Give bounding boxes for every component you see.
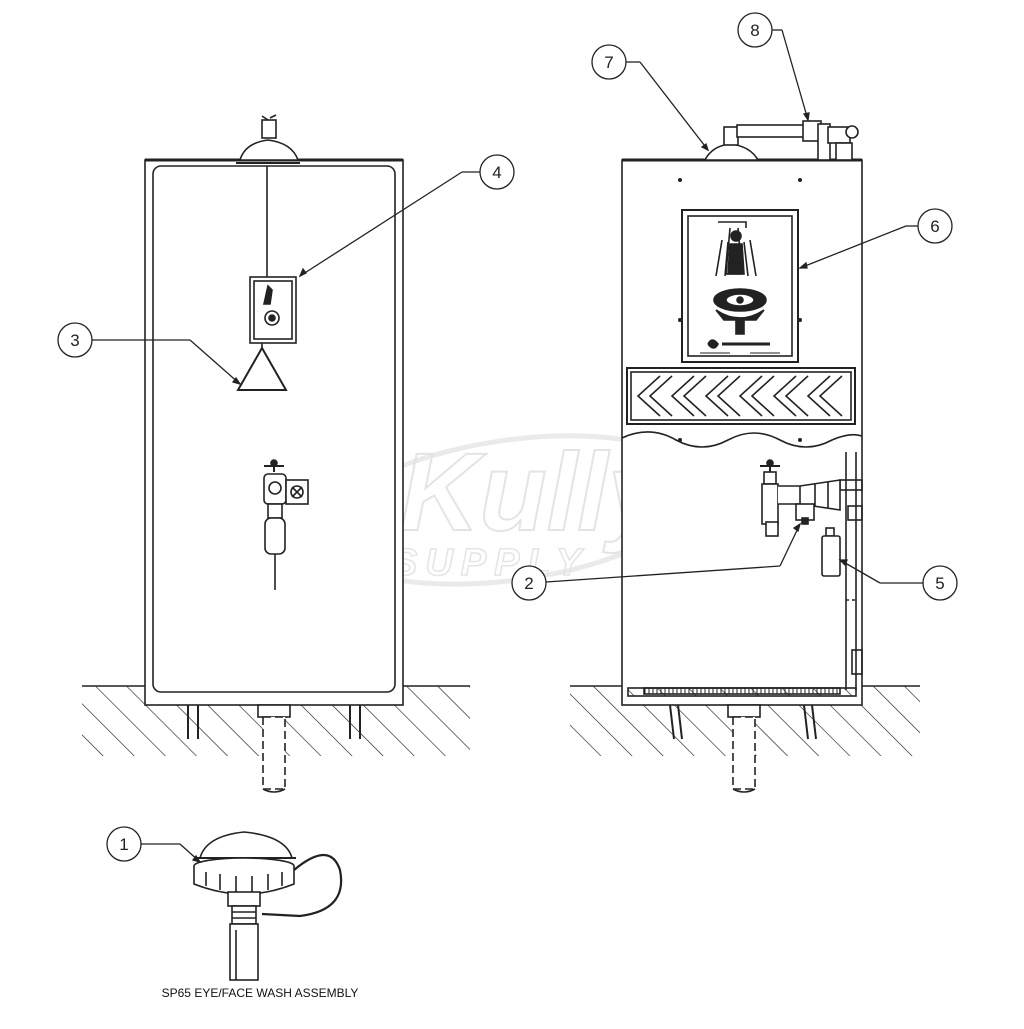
callout-2: 2 bbox=[511, 522, 802, 601]
drain-right bbox=[727, 704, 761, 793]
callout-5: 5 bbox=[838, 559, 958, 601]
callouts: 1 2 3 4 bbox=[57, 12, 958, 864]
chevron-band bbox=[626, 367, 856, 425]
callout-8: 8 bbox=[737, 12, 810, 122]
callout-7-label: 7 bbox=[604, 53, 613, 72]
callout-8-label: 8 bbox=[750, 21, 759, 40]
internal-pipe bbox=[839, 452, 863, 690]
eye-wash-right bbox=[760, 459, 841, 537]
left-unit bbox=[82, 114, 470, 793]
callout-1-label: 1 bbox=[119, 835, 128, 854]
triangle-pull-handle bbox=[236, 345, 288, 391]
bottom-grate bbox=[627, 687, 857, 697]
callout-1: 1 bbox=[106, 826, 202, 864]
water-bottle bbox=[821, 527, 841, 577]
callout-5-label: 5 bbox=[935, 574, 944, 593]
callout-4-label: 4 bbox=[492, 163, 501, 182]
shower-head-right bbox=[703, 120, 859, 161]
drain-left bbox=[257, 704, 291, 793]
eye-face-wash-assembly bbox=[193, 831, 343, 981]
callout-7: 7 bbox=[591, 44, 710, 152]
watermark-bottom: SUPPLY bbox=[392, 542, 589, 584]
callout-3: 3 bbox=[57, 322, 242, 386]
callout-3-label: 3 bbox=[70, 331, 79, 350]
callout-6-label: 6 bbox=[930, 217, 939, 236]
shower-head-left bbox=[236, 114, 300, 164]
safety-sign bbox=[681, 209, 799, 363]
callout-4: 4 bbox=[298, 154, 515, 278]
assembly-caption: SP65 EYE/FACE WASH ASSEMBLY bbox=[161, 986, 359, 1000]
right-unit bbox=[570, 120, 920, 793]
eye-wash-left bbox=[263, 459, 309, 590]
callout-6: 6 bbox=[798, 208, 953, 269]
callout-2-label: 2 bbox=[524, 574, 533, 593]
sign-panel-left bbox=[249, 276, 297, 344]
